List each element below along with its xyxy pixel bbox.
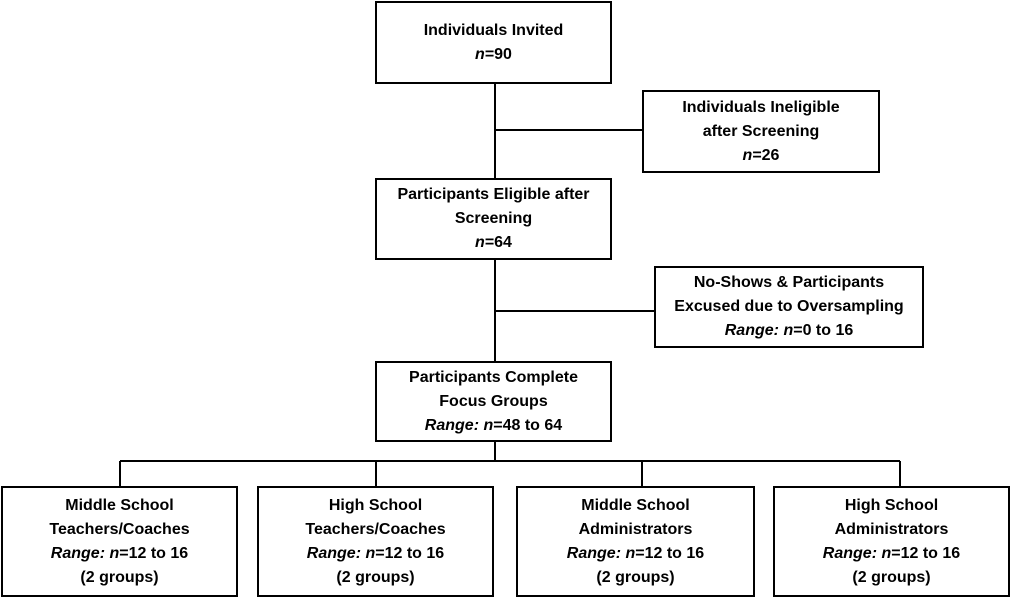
hs-admin-count-var: n [881,544,892,562]
hs-admin-groups: (2 groups) [852,568,931,586]
noshows-count-value: =0 to 16 [793,322,854,339]
complete-count-var: n [483,416,494,434]
complete-range: Range: n=48 to 64 [425,414,562,438]
ineligible-count-value: =26 [752,146,780,164]
ms-teachers-range-label: Range: [50,544,106,562]
hs-teachers-range: Range: n=12 to 16 [307,542,444,566]
hs-teachers-title-line1: High School [328,496,423,514]
complete-title-line2: Focus Groups [439,392,548,410]
ineligible-title-line1: Individuals Ineligible [682,98,840,116]
ms-teachers-title-line1: Middle School [65,496,174,514]
participants-complete-box: Participants Complete Focus Groups Range… [375,361,612,442]
participants-eligible-box: Participants Eligible after Screening n=… [375,178,612,260]
ms-admin-count-var: n [625,544,636,562]
hs-admin-title-line2: Administrators [834,520,949,538]
complete-count-value: =48 to 64 [493,416,563,434]
hs-teachers-count-var: n [365,544,376,562]
noshows-range: Range: n=0 to 16 [725,319,854,343]
eligible-title-line1: Participants Eligible after [397,186,590,203]
ms-teachers-groups: (2 groups) [80,568,159,586]
hs-admin-range: Range: n=12 to 16 [823,542,960,566]
noshows-count-var: n [783,322,794,339]
ms-teachers-count-var: n [109,544,120,562]
ms-admin-groups: (2 groups) [596,568,675,586]
high-school-teachers-box: High School Teachers/Coaches Range: n=12… [257,486,494,597]
noshows-excused-box: No-Shows & Participants Excused due to O… [654,266,924,348]
eligible-count-var: n [475,234,485,251]
invited-count: n=90 [475,43,512,67]
hs-teachers-title-line2: Teachers/Coaches [305,520,446,538]
ms-admin-range-label: Range: [566,544,622,562]
ms-admin-title-line1: Middle School [581,496,690,514]
complete-title-line1: Participants Complete [409,368,578,386]
invited-count-var: n [475,45,485,63]
individuals-invited-box: Individuals Invited n=90 [375,1,612,84]
ms-teachers-title-line2: Teachers/Coaches [49,520,190,538]
ineligible-title-line2: after Screening [702,122,820,140]
ms-admin-title-line2: Administrators [578,520,693,538]
complete-range-label: Range: [424,416,480,434]
ms-admin-range: Range: n=12 to 16 [567,542,704,566]
ineligible-count-var: n [742,146,753,164]
noshows-range-label: Range: [724,322,779,339]
eligible-count: n=64 [475,231,512,255]
eligible-count-value: =64 [484,234,512,251]
ms-teachers-count-value: =12 to 16 [119,544,189,562]
eligible-title-line2: Screening [454,210,533,227]
ineligible-count: n=26 [743,144,780,168]
invited-count-value: =90 [484,45,512,63]
noshows-title-line2: Excused due to Oversampling [674,298,904,315]
ms-teachers-range: Range: n=12 to 16 [51,542,188,566]
middle-school-administrators-box: Middle School Administrators Range: n=12… [516,486,755,597]
hs-teachers-count-value: =12 to 16 [375,544,445,562]
hs-teachers-groups: (2 groups) [336,568,415,586]
hs-teachers-range-label: Range: [306,544,362,562]
noshows-title-line1: No-Shows & Participants [693,274,885,291]
hs-admin-title-line1: High School [844,496,939,514]
hs-admin-range-label: Range: [822,544,878,562]
invited-title: Individuals Invited [423,21,564,39]
high-school-administrators-box: High School Administrators Range: n=12 t… [773,486,1010,597]
individuals-ineligible-box: Individuals Ineligible after Screening n… [642,90,880,173]
hs-admin-count-value: =12 to 16 [891,544,961,562]
middle-school-teachers-box: Middle School Teachers/Coaches Range: n=… [1,486,238,597]
ms-admin-count-value: =12 to 16 [635,544,705,562]
